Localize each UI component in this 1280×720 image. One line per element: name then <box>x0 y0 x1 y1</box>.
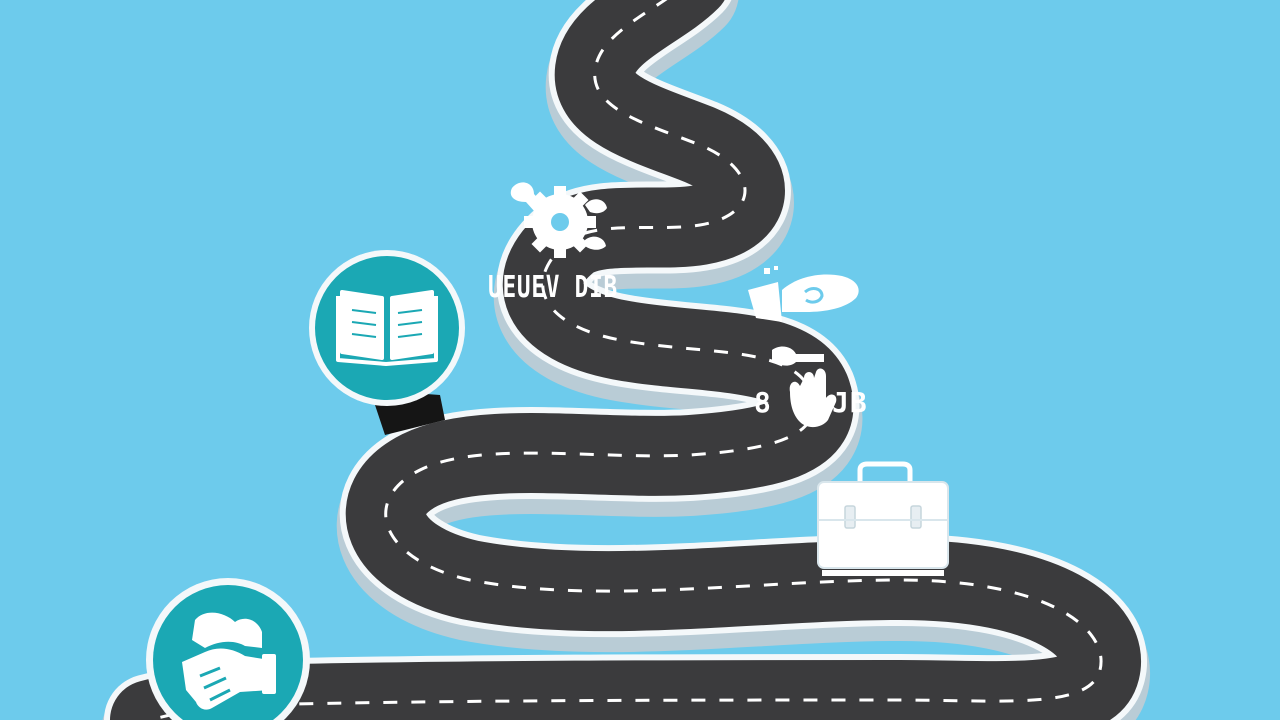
briefcase-icon <box>817 461 949 576</box>
label-one: UEUEV DIB <box>488 270 618 305</box>
handshake-icon <box>182 612 276 710</box>
book-milestone-badge <box>309 250 465 406</box>
gear-wrench-icon <box>510 182 607 258</box>
handshake-milestone-badge <box>146 578 310 720</box>
road-center-line <box>149 0 1103 720</box>
open-hand-icon <box>789 368 837 428</box>
open-book-icon <box>336 290 438 366</box>
hand-tool-icon <box>748 266 859 322</box>
winding-road <box>102 0 1150 720</box>
label-two-left: 8 <box>754 386 772 419</box>
label-two-right: JB <box>832 386 868 419</box>
wrench-small-icon <box>772 346 824 366</box>
